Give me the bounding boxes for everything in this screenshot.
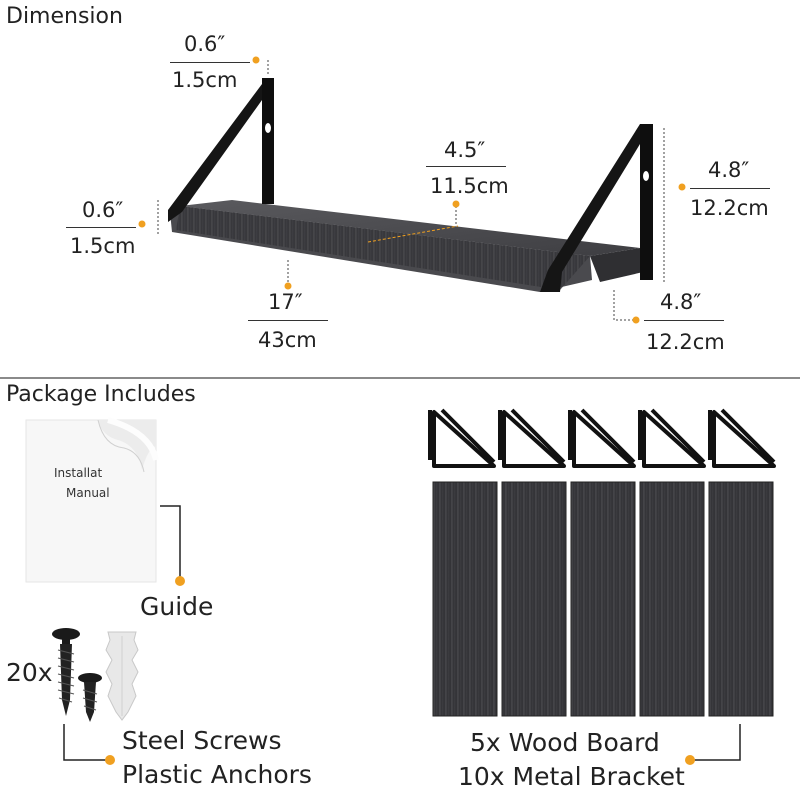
bracket-depth-cm: 12.2cm bbox=[646, 330, 725, 354]
dimension-markers bbox=[157, 60, 665, 321]
wood-board-3 bbox=[570, 481, 636, 717]
plastic-anchors-label: Plastic Anchors bbox=[122, 760, 312, 789]
bracket-4 bbox=[638, 408, 706, 468]
bracket-5 bbox=[708, 408, 776, 468]
length-inch: 17″ bbox=[268, 290, 303, 314]
dimension-heading: Dimension bbox=[6, 4, 123, 29]
bracket-depth-inch: 4.8″ bbox=[660, 290, 702, 314]
manual-title-line1: Installat bbox=[54, 466, 103, 480]
package-heading: Package Includes bbox=[6, 382, 196, 407]
board-thickness-rule bbox=[66, 227, 136, 228]
wood-board-5 bbox=[708, 481, 774, 717]
bracket-height-rule bbox=[690, 188, 770, 189]
depth-rule bbox=[426, 166, 506, 167]
left-bracket bbox=[168, 78, 272, 222]
bracket-thickness-inch: 0.6″ bbox=[184, 32, 226, 56]
wood-board-label: 5x Wood Board bbox=[470, 728, 660, 757]
steel-screws-label: Steel Screws bbox=[122, 726, 282, 755]
length-rule bbox=[248, 320, 328, 321]
guide-leader bbox=[160, 505, 181, 580]
bracket-height-inch: 4.8″ bbox=[708, 158, 750, 182]
dimension-dots bbox=[138, 56, 686, 324]
manual-title-line2: Manual bbox=[66, 486, 110, 500]
wood-boards bbox=[432, 481, 774, 717]
hardware-illustration bbox=[52, 628, 139, 722]
shelf-end-face bbox=[590, 248, 652, 282]
depth-cm: 11.5cm bbox=[430, 174, 509, 198]
bracket-height-cm: 12.2cm bbox=[690, 196, 769, 220]
right-bracket-hole bbox=[643, 171, 649, 181]
bracket-thickness-rule bbox=[170, 62, 250, 63]
hardware-leader bbox=[63, 724, 108, 761]
manual-page-curl bbox=[98, 420, 156, 470]
shelf-top-surface bbox=[180, 200, 640, 256]
depth-inch: 4.5″ bbox=[444, 138, 486, 162]
left-bracket-hole bbox=[265, 123, 271, 133]
manual-illustration bbox=[25, 417, 159, 583]
bracket-row bbox=[428, 408, 776, 468]
shelf-illustration bbox=[168, 78, 653, 292]
bracket-2 bbox=[498, 408, 566, 468]
bracket-thickness-cm: 1.5cm bbox=[172, 68, 238, 92]
metal-bracket-label: 10x Metal Bracket bbox=[458, 762, 685, 791]
shelf-front-shade bbox=[176, 206, 590, 290]
wood-board-4 bbox=[639, 481, 705, 717]
bracket-3 bbox=[568, 408, 636, 468]
guide-label: Guide bbox=[140, 592, 214, 621]
hardware-count: 20x bbox=[6, 658, 53, 687]
board-thickness-inch: 0.6″ bbox=[82, 198, 124, 222]
bracket-depth-rule bbox=[644, 320, 724, 321]
right-bracket bbox=[540, 124, 652, 292]
wood-board-1 bbox=[432, 481, 498, 717]
length-cm: 43cm bbox=[258, 328, 317, 352]
wood-board-2 bbox=[501, 481, 567, 717]
bracket-1 bbox=[428, 408, 496, 468]
board-thickness-cm: 1.5cm bbox=[70, 234, 136, 258]
boards-leader bbox=[692, 724, 741, 761]
